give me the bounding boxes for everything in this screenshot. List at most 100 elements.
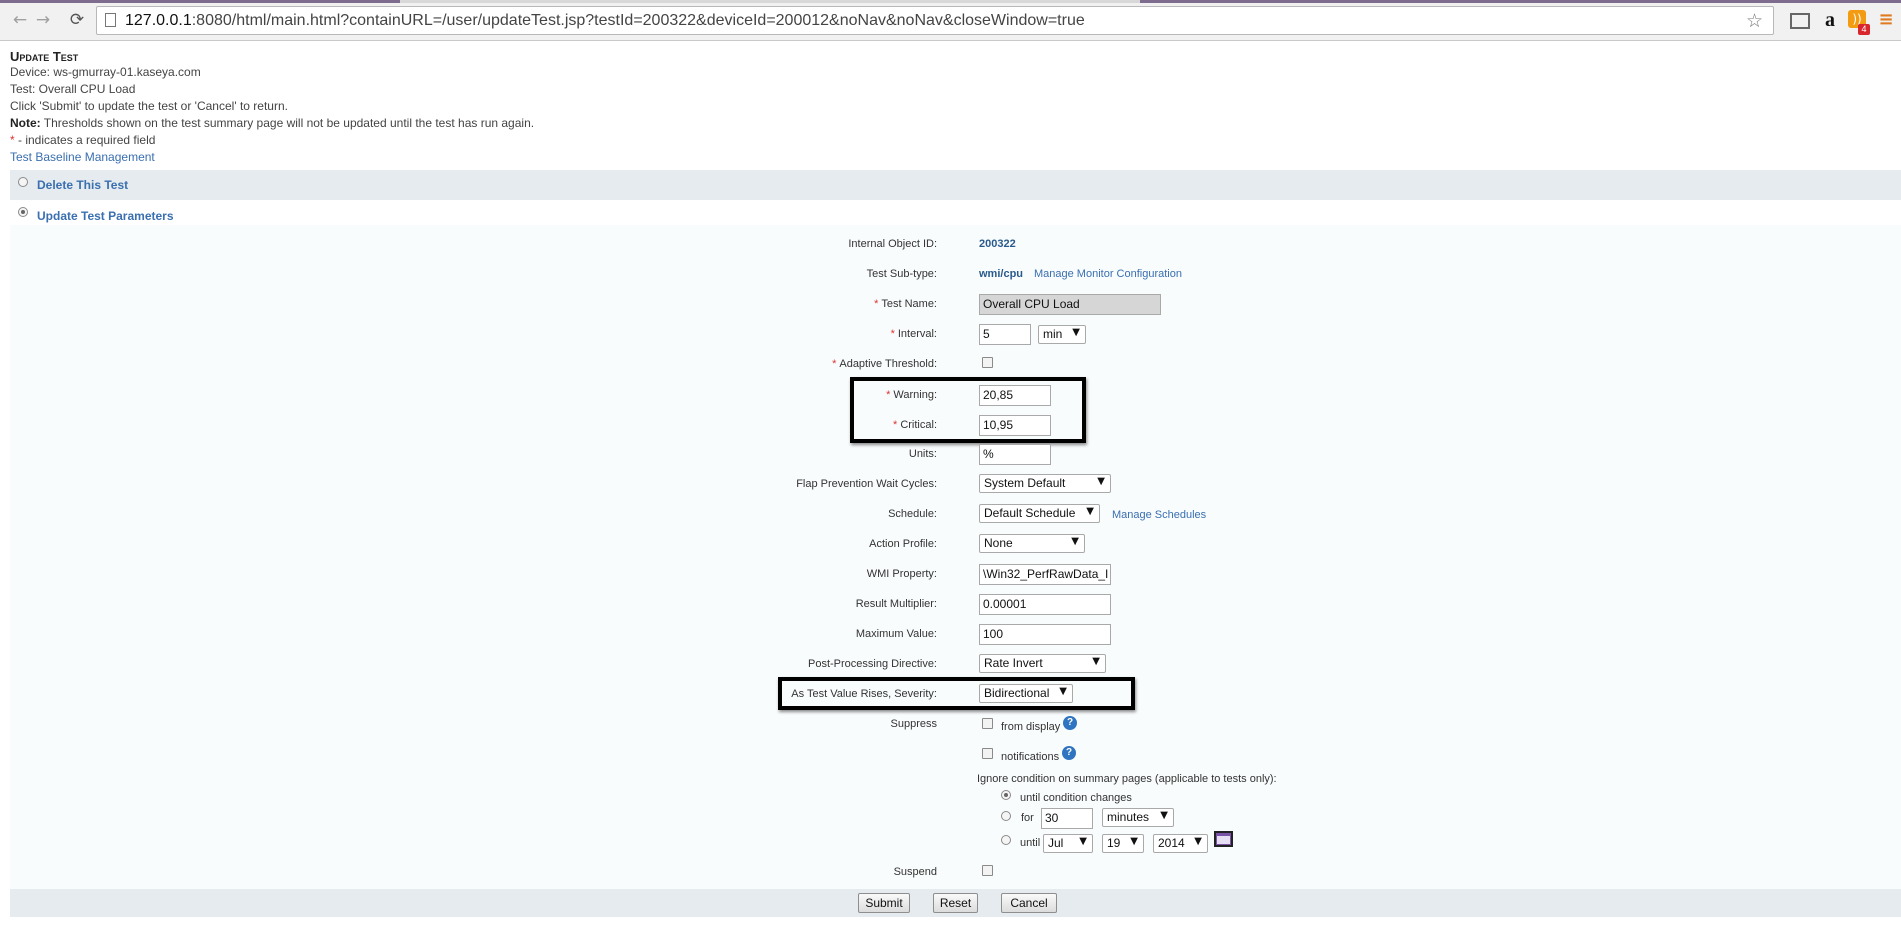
browser-toolbar: ← → ⟳ 127.0.0.1:8080/html/main.html?cont… bbox=[0, 0, 1901, 41]
warning-label: *Warning: bbox=[886, 389, 937, 401]
select-value: Jul bbox=[1048, 836, 1064, 850]
subtype-label: Test Sub-type: bbox=[866, 268, 937, 280]
notifications-label: notifications bbox=[1001, 751, 1060, 763]
calendar-icon[interactable] bbox=[1214, 831, 1233, 847]
internal-id-label: Internal Object ID: bbox=[848, 238, 937, 250]
interval-input[interactable]: 5 bbox=[979, 324, 1031, 345]
dropdown-arrow-icon: ▼ bbox=[1160, 810, 1168, 821]
cast-icon[interactable] bbox=[1790, 13, 1810, 29]
critical-label: *Critical: bbox=[893, 419, 937, 431]
day-select[interactable]: 19▼ bbox=[1102, 834, 1144, 853]
forward-icon[interactable]: → bbox=[35, 10, 51, 30]
url-text[interactable]: 127.0.0.1:8080/html/main.html?containURL… bbox=[125, 12, 1085, 30]
required-marker: * bbox=[874, 298, 879, 310]
month-select[interactable]: Jul▼ bbox=[1043, 834, 1093, 853]
address-bar[interactable]: 127.0.0.1:8080/html/main.html?containURL… bbox=[96, 6, 1774, 35]
required-legend: * - indicates a required field bbox=[10, 132, 155, 149]
select-value: None bbox=[984, 536, 1013, 550]
browser-menu-icon[interactable]: ≡ bbox=[1878, 9, 1894, 30]
action-profile-label: Action Profile: bbox=[869, 538, 937, 550]
required-marker: * bbox=[893, 419, 898, 431]
update-params-radio[interactable] bbox=[18, 207, 28, 217]
until-changes-label: until condition changes bbox=[1020, 792, 1132, 804]
for-unit-select[interactable]: minutes ▼ bbox=[1102, 808, 1174, 827]
reset-button[interactable]: Reset bbox=[933, 893, 978, 913]
update-params-link[interactable]: Update Test Parameters bbox=[37, 209, 174, 223]
select-value: 19 bbox=[1107, 836, 1121, 850]
rss-badge: 4 bbox=[1858, 24, 1870, 35]
wmi-property-input[interactable]: \Win32_PerfRawData_I bbox=[979, 564, 1111, 585]
rss-extension-icon[interactable]: )) bbox=[1848, 10, 1866, 28]
until-date-radio[interactable] bbox=[1001, 835, 1011, 845]
dropdown-arrow-icon: ▼ bbox=[1059, 686, 1067, 697]
post-processing-label: Post-Processing Directive: bbox=[808, 658, 937, 670]
select-value: Rate Invert bbox=[984, 656, 1043, 670]
url-host: 127.0.0.1 bbox=[125, 12, 192, 29]
manage-schedules-link[interactable]: Manage Schedules bbox=[1112, 509, 1207, 521]
until-changes-radio[interactable] bbox=[1001, 790, 1011, 800]
adaptive-threshold-checkbox[interactable] bbox=[982, 357, 993, 368]
page-title: Update Test bbox=[10, 49, 79, 64]
wmi-property-label: WMI Property: bbox=[866, 568, 937, 580]
help-icon[interactable]: ? bbox=[1062, 746, 1076, 760]
help-icon[interactable]: ? bbox=[1063, 716, 1077, 730]
select-value: minutes bbox=[1107, 810, 1150, 824]
interval-unit-select[interactable]: min▼ bbox=[1038, 325, 1086, 344]
reload-icon[interactable]: ⟳ bbox=[69, 10, 85, 30]
suspend-label: Suspend bbox=[893, 866, 937, 878]
suppress-notifications-checkbox[interactable] bbox=[982, 748, 993, 759]
units-label: Units: bbox=[908, 448, 937, 460]
manage-monitor-link[interactable]: Manage Monitor Configuration bbox=[1034, 268, 1182, 280]
interval-label: *Interval: bbox=[891, 328, 937, 340]
required-marker: * bbox=[10, 133, 15, 147]
dropdown-arrow-icon: ▼ bbox=[1097, 476, 1105, 487]
schedule-select[interactable]: Default Schedule▼ bbox=[979, 504, 1100, 523]
suppress-display-checkbox[interactable] bbox=[982, 718, 993, 729]
ignore-condition-text: Ignore condition on summary pages (appli… bbox=[977, 773, 1277, 785]
critical-input[interactable]: 10,95 bbox=[979, 415, 1051, 436]
back-icon[interactable]: ← bbox=[12, 10, 28, 30]
post-processing-select[interactable]: Rate Invert ▼ bbox=[979, 654, 1106, 673]
adaptive-threshold-label: *Adaptive Threshold: bbox=[832, 358, 937, 370]
for-duration-radio[interactable] bbox=[1001, 811, 1011, 821]
tab-strip bbox=[0, 0, 1901, 3]
severity-select[interactable]: Bidirectional ▼ bbox=[979, 684, 1073, 703]
select-value: min bbox=[1043, 327, 1063, 341]
note-label: Note: bbox=[10, 116, 41, 130]
test-baseline-link[interactable]: Test Baseline Management bbox=[10, 150, 155, 164]
suspend-checkbox[interactable] bbox=[982, 865, 993, 876]
units-input[interactable]: % bbox=[979, 444, 1051, 465]
warning-input[interactable]: 20,85 bbox=[979, 385, 1051, 406]
threshold-highlight-box bbox=[850, 377, 1086, 443]
url-path: :8080/html/main.html?containURL=/user/up… bbox=[191, 12, 1085, 29]
severity-highlight-box bbox=[778, 677, 1135, 710]
action-profile-select[interactable]: None ▼ bbox=[979, 534, 1085, 553]
label-text: Critical: bbox=[900, 419, 937, 431]
year-select[interactable]: 2014▼ bbox=[1153, 834, 1208, 853]
result-multiplier-input[interactable]: 0.00001 bbox=[979, 594, 1111, 615]
form-area bbox=[10, 225, 1901, 889]
dropdown-arrow-icon: ▼ bbox=[1092, 656, 1100, 667]
instruction-line: Click 'Submit' to update the test or 'Ca… bbox=[10, 99, 288, 113]
label-text: Interval: bbox=[897, 328, 937, 340]
test-name-input[interactable]: Overall CPU Load bbox=[979, 294, 1161, 315]
maximum-value-input[interactable]: 100 bbox=[979, 624, 1111, 645]
flap-prevention-label: Flap Prevention Wait Cycles: bbox=[796, 478, 937, 490]
bookmark-star-icon[interactable]: ☆ bbox=[1745, 10, 1763, 32]
delete-test-radio[interactable] bbox=[18, 177, 28, 187]
flap-prevention-select[interactable]: System Default ▼ bbox=[979, 474, 1111, 493]
active-tab-edge[interactable] bbox=[400, 0, 1140, 3]
button-bar: Submit Reset Cancel bbox=[10, 889, 1901, 917]
cancel-button[interactable]: Cancel bbox=[1001, 893, 1057, 913]
internal-id-value: 200322 bbox=[979, 238, 1016, 250]
delete-test-link[interactable]: Delete This Test bbox=[37, 178, 129, 192]
for-duration-input[interactable]: 30 bbox=[1041, 808, 1093, 829]
submit-button[interactable]: Submit bbox=[858, 893, 910, 913]
test-name-label: *Test Name: bbox=[874, 298, 937, 310]
select-value: Bidirectional bbox=[984, 686, 1050, 700]
select-value: System Default bbox=[984, 476, 1066, 490]
dropdown-arrow-icon: ▼ bbox=[1071, 536, 1079, 547]
amazon-extension-icon[interactable]: a bbox=[1825, 9, 1835, 31]
until-label: until bbox=[1020, 837, 1041, 849]
select-value: Default Schedule bbox=[984, 506, 1076, 520]
